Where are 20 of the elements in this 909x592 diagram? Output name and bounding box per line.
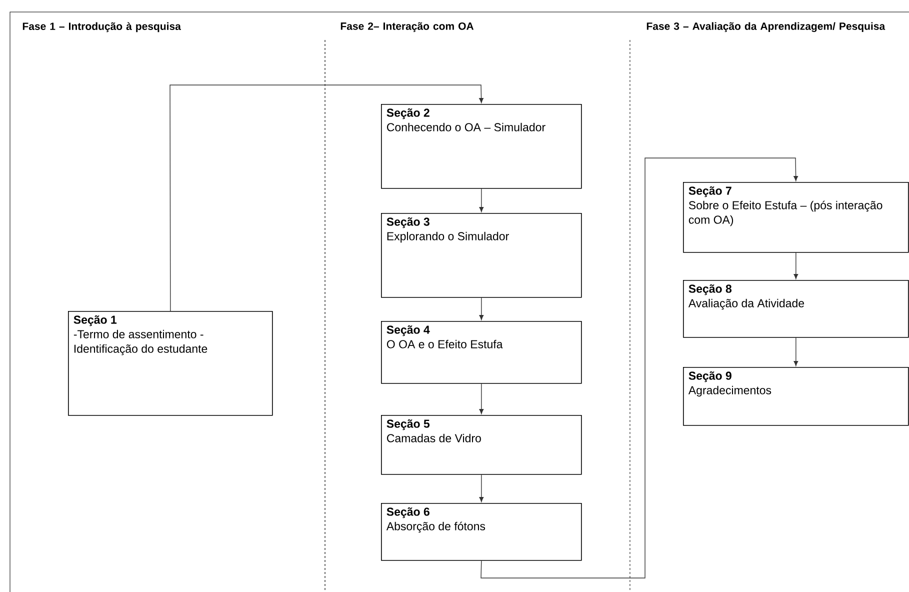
arrow [480, 158, 798, 578]
arrow [794, 252, 798, 280]
section-box: Seção 9 Agradecimentos [683, 367, 909, 426]
arrow [479, 474, 484, 502]
arrow [794, 337, 798, 366]
section-box: Seção 5 Camadas de Vidro [381, 415, 582, 475]
section-box: Seção 7 Sobre o Efeito Estufa – (pós interação com OA) [683, 182, 909, 253]
phase-heading: Fase 1 – Introdução à pesquisa [22, 22, 181, 32]
phase-heading: Fase 2– Interação com OA [340, 22, 474, 32]
arrow [479, 297, 484, 320]
section-box: Seção 3 Explorando o Simulador [381, 213, 582, 298]
section-box: Seção 4 O OA e o Efeito Estufa [381, 321, 582, 384]
arrow [479, 383, 484, 414]
arrow [479, 188, 484, 212]
arrow [170, 84, 484, 312]
phase-heading: Fase 3 – Avaliação da Aprendizagem/ Pesquisa [646, 22, 886, 32]
section-box: Seção 8 Avaliação da Atividade [683, 280, 909, 338]
section-box: Seção 2 Conhecendo o OA – Simulador [381, 104, 582, 189]
section-box: Seção 6 Absorção de fótons [381, 503, 582, 561]
section-box: Seção 1 -Termo de assentimento - Identificação do estudante [68, 311, 273, 416]
